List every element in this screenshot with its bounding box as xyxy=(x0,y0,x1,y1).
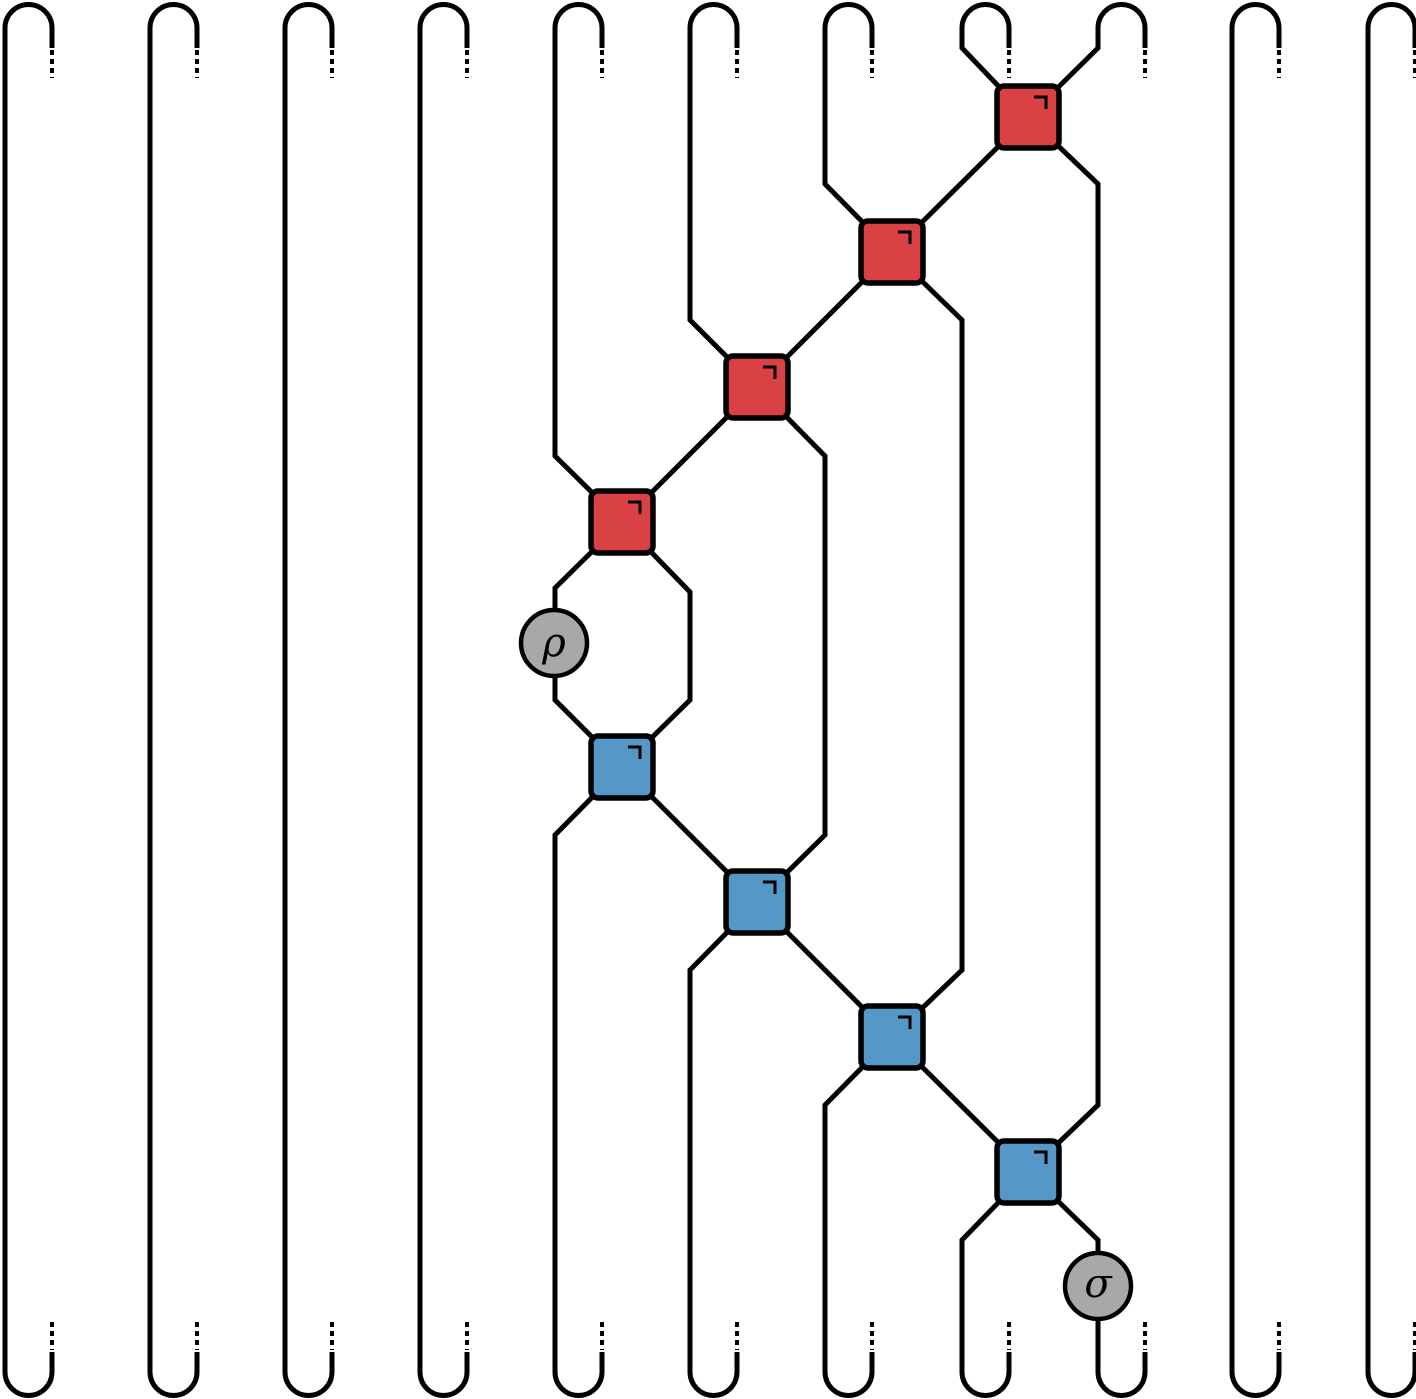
bottom-cap-6 xyxy=(822,1352,875,1398)
wire-col6-lower xyxy=(822,1035,894,1372)
red-gate-3 xyxy=(723,353,791,421)
red-gate-3-corner-mark xyxy=(763,365,777,379)
red-gate-4 xyxy=(588,488,656,556)
blue-gate-2-box xyxy=(723,868,791,936)
blue-gate-3-box xyxy=(858,1003,926,1071)
sigma-label: σ xyxy=(1084,1261,1113,1307)
red-gate-2-box xyxy=(858,218,926,286)
top-cap-6 xyxy=(822,2,875,48)
wire-col4-upper xyxy=(552,28,624,524)
ellipsis-marks xyxy=(50,50,1416,1350)
wire-col5-upper xyxy=(687,28,759,389)
red-gate-3-box xyxy=(723,353,791,421)
rho-node: ρ xyxy=(518,607,590,679)
blue-gate-1-box xyxy=(588,733,656,801)
blue-gate-2 xyxy=(723,868,791,936)
red-gate-4-corner-mark xyxy=(628,500,642,514)
blue-gate-2-corner-mark xyxy=(763,880,777,894)
blue-gate-4-box xyxy=(994,1138,1062,1206)
bottom-cap-5 xyxy=(687,1352,740,1398)
red-gate-2 xyxy=(858,218,926,286)
rho-circle xyxy=(518,607,590,679)
red-gate-1-box xyxy=(994,83,1062,151)
bottom-cap-4 xyxy=(552,1352,605,1398)
wire-r1-right xyxy=(620,520,693,769)
blue-gate-4 xyxy=(994,1138,1062,1206)
wire-col5-lower xyxy=(687,900,759,1372)
red-gate-1 xyxy=(994,83,1062,151)
blue-gate-4-corner-mark xyxy=(1034,1150,1048,1164)
idle-wire-0 xyxy=(2,2,55,1398)
sigma-circle xyxy=(1062,1250,1134,1322)
wire-r4-right xyxy=(1026,115,1101,1174)
bottom-cap-8 xyxy=(1095,1352,1148,1398)
blue-gate-3 xyxy=(858,1003,926,1071)
bottom-cap-7 xyxy=(959,1352,1012,1398)
blue-gate-1 xyxy=(588,733,656,801)
red-gate-2-corner-mark xyxy=(898,230,912,244)
red-gate-1-corner-mark xyxy=(1034,95,1048,109)
sigma-node: σ xyxy=(1062,1250,1134,1322)
red-gate-4-box xyxy=(588,488,656,556)
top-cap-4 xyxy=(552,2,605,48)
idle-wire-10 xyxy=(1365,2,1416,1398)
idle-wire-2 xyxy=(282,2,335,1398)
top-cap-5 xyxy=(687,2,740,48)
state-nodes: ρ σ xyxy=(518,607,1134,1322)
idle-wire-9 xyxy=(1229,2,1282,1398)
top-cap-7 xyxy=(959,2,1012,48)
blue-gate-3-corner-mark xyxy=(898,1015,912,1029)
rho-label: ρ xyxy=(541,620,566,666)
wire-col4-lower xyxy=(552,765,624,1372)
idle-wire-1 xyxy=(147,2,200,1398)
blue-gate-1-corner-mark xyxy=(628,745,642,759)
wire-r2-right xyxy=(755,385,828,904)
gates xyxy=(588,83,1062,1206)
wire-r3-right xyxy=(890,250,965,1039)
idle-wire-3 xyxy=(417,2,470,1398)
top-cap-8 xyxy=(1095,2,1148,48)
